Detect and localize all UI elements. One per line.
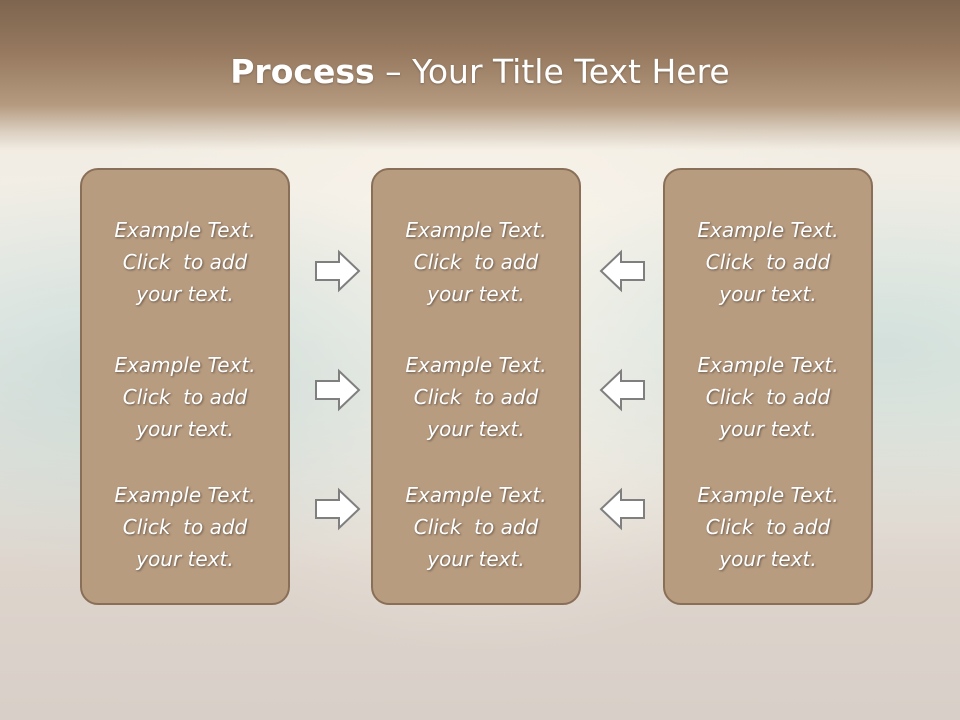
panel-right[interactable]: Example Text. Click to add your text. Ex… <box>663 168 873 605</box>
text-line: Click to add <box>413 385 539 409</box>
panel-left-text-3[interactable]: Example Text. Click to add your text. <box>82 479 288 575</box>
arrow-right-icon[interactable] <box>313 487 363 531</box>
text-line: Click to add <box>122 250 248 274</box>
panel-left[interactable]: Example Text. Click to add your text. Ex… <box>80 168 290 605</box>
text-line: your text. <box>719 417 817 441</box>
title-bold: Process <box>230 52 375 91</box>
arrow-right-icon[interactable] <box>313 249 363 293</box>
panel-right-text-3[interactable]: Example Text. Click to add your text. <box>665 479 871 575</box>
text-line: your text. <box>136 417 234 441</box>
text-line: Example Text. <box>114 218 256 242</box>
text-line: your text. <box>136 547 234 571</box>
panel-middle-text-2[interactable]: Example Text. Click to add your text. <box>373 349 579 445</box>
arrow-right-icon[interactable] <box>313 368 363 412</box>
text-line: Example Text. <box>114 353 256 377</box>
text-line: Example Text. <box>405 483 547 507</box>
text-line: your text. <box>719 282 817 306</box>
arrow-left-icon[interactable] <box>597 487 647 531</box>
text-line: your text. <box>719 547 817 571</box>
panel-left-text-1[interactable]: Example Text. Click to add your text. <box>82 214 288 310</box>
text-line: your text. <box>136 282 234 306</box>
text-line: your text. <box>427 417 525 441</box>
text-line: Click to add <box>413 515 539 539</box>
panel-middle-text-3[interactable]: Example Text. Click to add your text. <box>373 479 579 575</box>
text-line: your text. <box>427 282 525 306</box>
panel-middle-text-1[interactable]: Example Text. Click to add your text. <box>373 214 579 310</box>
text-line: Click to add <box>705 515 831 539</box>
text-line: Click to add <box>122 515 248 539</box>
text-line: Example Text. <box>114 483 256 507</box>
text-line: Click to add <box>705 250 831 274</box>
text-line: your text. <box>427 547 525 571</box>
text-line: Example Text. <box>697 218 839 242</box>
text-line: Example Text. <box>697 483 839 507</box>
text-line: Click to add <box>705 385 831 409</box>
panel-right-text-2[interactable]: Example Text. Click to add your text. <box>665 349 871 445</box>
text-line: Click to add <box>122 385 248 409</box>
arrow-left-icon[interactable] <box>597 368 647 412</box>
slide-title[interactable]: Process – Your Title Text Here <box>0 52 960 91</box>
text-line: Click to add <box>413 250 539 274</box>
text-line: Example Text. <box>697 353 839 377</box>
arrow-left-icon[interactable] <box>597 249 647 293</box>
title-rest: – Your Title Text Here <box>374 52 730 91</box>
panel-middle[interactable]: Example Text. Click to add your text. Ex… <box>371 168 581 605</box>
panel-left-text-2[interactable]: Example Text. Click to add your text. <box>82 349 288 445</box>
text-line: Example Text. <box>405 218 547 242</box>
title-bar <box>0 0 960 150</box>
panel-right-text-1[interactable]: Example Text. Click to add your text. <box>665 214 871 310</box>
text-line: Example Text. <box>405 353 547 377</box>
